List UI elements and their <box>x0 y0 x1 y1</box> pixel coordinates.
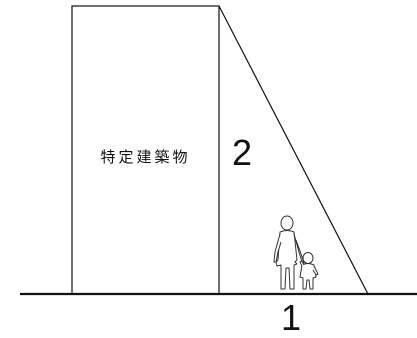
building-label: 特定建築物 <box>100 148 191 166</box>
adult-figure-icon <box>273 215 305 290</box>
base-ratio-label: 1 <box>281 297 302 338</box>
building-outline <box>71 5 220 295</box>
child-figure-icon <box>299 252 319 290</box>
slope-line <box>218 5 369 295</box>
height-ratio-label: 2 <box>232 132 253 173</box>
